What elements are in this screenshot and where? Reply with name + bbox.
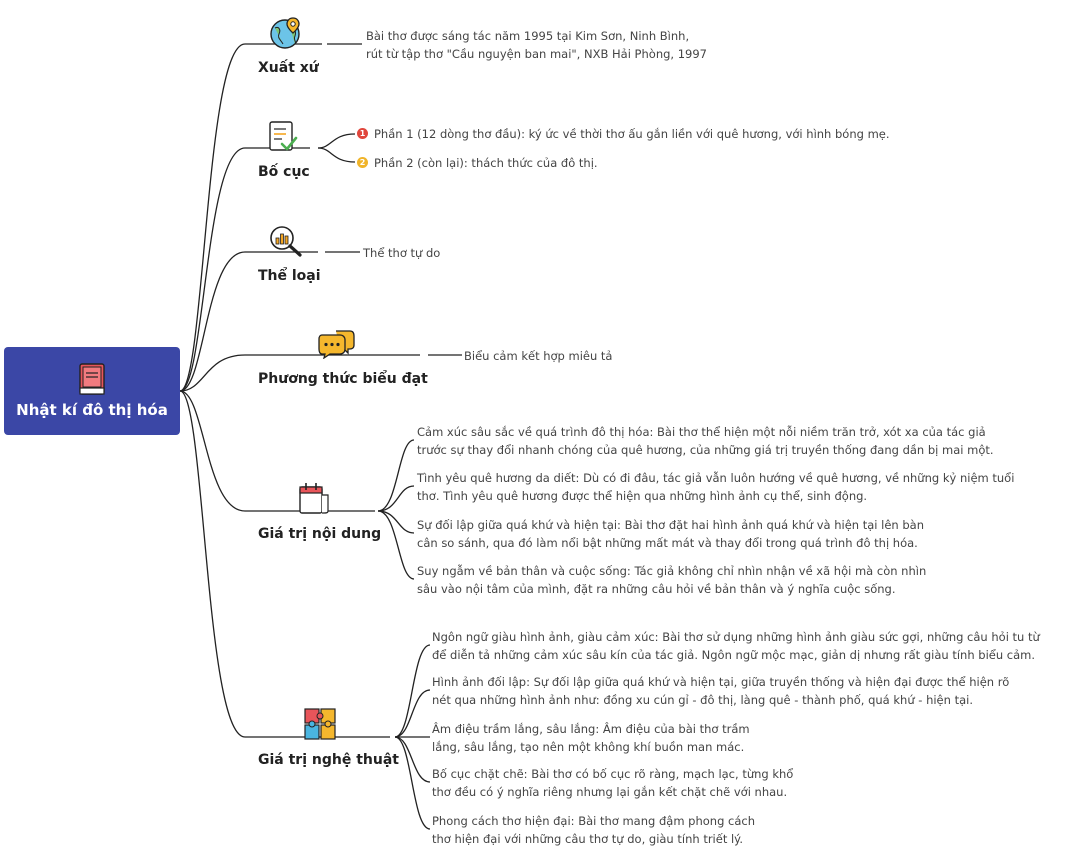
number-badge-2: 2 [357,157,368,168]
checklist-icon [269,121,298,151]
branch-label-nghe-thuat[interactable]: Giá trị nghệ thuật [258,752,399,768]
book-icon [79,363,105,395]
magnifier-chart-icon [270,226,302,257]
puzzle-icon [304,708,336,740]
branch-label-phuong-thuc[interactable]: Phương thức biểu đạt [258,371,428,387]
globe-pin-icon [270,17,300,49]
speech-bubbles-icon [318,330,355,359]
leaf-bo-cuc-2[interactable]: Phần 2 (còn lại): thách thức của đô thị. [374,156,598,170]
number-badge-1: 1 [357,128,368,139]
branch-label-bo-cuc[interactable]: Bố cục [258,164,310,180]
root-node[interactable]: Nhật kí đô thị hóa [4,347,180,435]
branch-label-xuat-xu[interactable]: Xuất xứ [258,60,319,76]
leaf-noi-dung-4[interactable]: Suy ngẫm về bản thân và cuộc sống: Tác g… [417,564,927,596]
branch-label-the-loai[interactable]: Thể loại [258,268,321,284]
leaf-nghe-thuat-2[interactable]: Hình ảnh đối lập: Sự đối lập giữa quá kh… [432,675,1010,707]
leaf-noi-dung-2[interactable]: Tình yêu quê hương da diết: Dù có đi đâu… [417,471,1015,503]
leaf-noi-dung-3[interactable]: Sự đối lập giữa quá khứ và hiện tại: Bài… [417,518,925,550]
leaf-the-loai[interactable]: Thể thơ tự do [363,246,441,260]
leaf-bo-cuc-1[interactable]: Phần 1 (12 dòng thơ đầu): ký ức về thời … [374,127,890,141]
leaf-nghe-thuat-4[interactable]: Bố cục chặt chẽ: Bài thơ có bố cục rõ rà… [432,767,794,799]
root-title: Nhật kí đô thị hóa [16,401,168,419]
leaf-xuat-xu[interactable]: Bài thơ được sáng tác năm 1995 tại Kim S… [366,29,707,61]
leaf-nghe-thuat-5[interactable]: Phong cách thơ hiện đại: Bài thơ mang đậ… [432,814,756,846]
leaf-noi-dung-1[interactable]: Cảm xúc sâu sắc về quá trình đô thị hóa:… [417,425,994,457]
branch-label-noi-dung[interactable]: Giá trị nội dung [258,526,382,542]
leaf-nghe-thuat-3[interactable]: Âm điệu trầm lắng, sâu lắng: Âm điệu của… [432,722,750,754]
leaf-nghe-thuat-1[interactable]: Ngôn ngữ giàu hình ảnh, giàu cảm xúc: Bà… [432,630,1040,662]
calendar-page-icon [299,483,329,514]
leaf-phuong-thuc[interactable]: Biểu cảm kết hợp miêu tả [464,349,613,363]
